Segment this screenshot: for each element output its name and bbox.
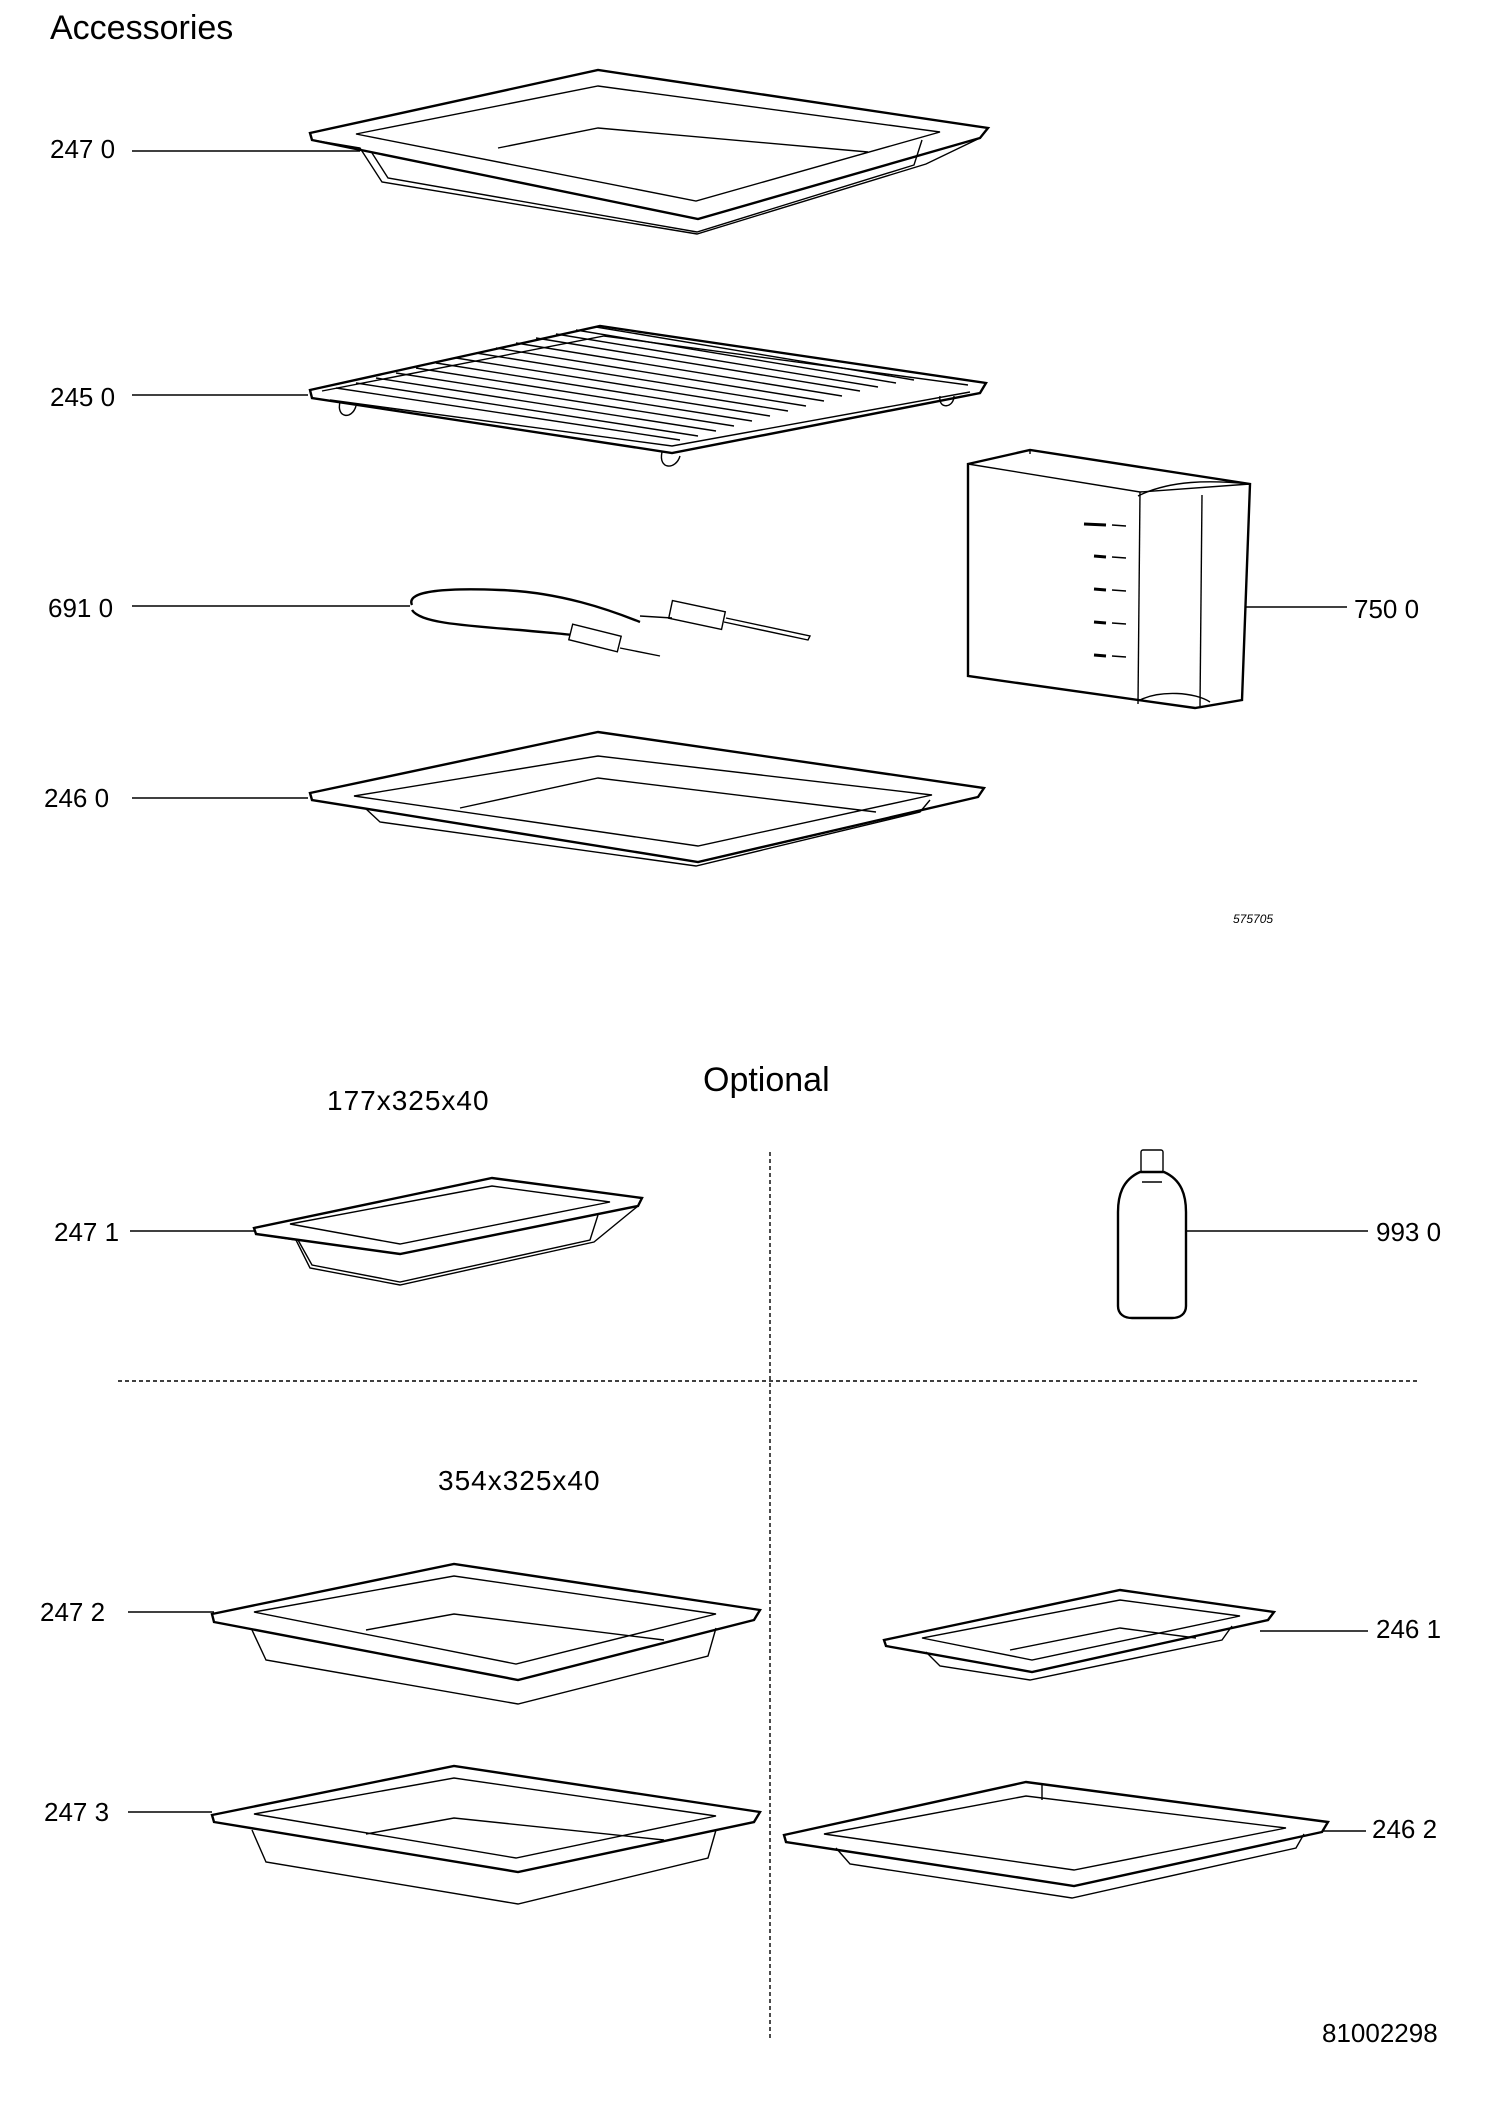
part-label-993-0: 993 0 <box>1376 1217 1442 1247</box>
part-label-247-0: 247 0 <box>50 134 116 164</box>
tray-247-1 <box>254 1178 642 1285</box>
tray-247-2 <box>212 1564 760 1704</box>
part-label-691-0: 691 0 <box>48 593 114 623</box>
tray-246-2 <box>784 1782 1328 1898</box>
part-label-246-2: 246 2 <box>1372 1814 1438 1844</box>
container-750-0 <box>968 450 1250 708</box>
part-label-245-0: 245 0 <box>50 382 116 412</box>
part-label-247-1: 247 1 <box>54 1217 120 1247</box>
bottle-993-0 <box>1118 1150 1186 1318</box>
document-number: 81002298 <box>1322 2018 1438 2048</box>
part-label-247-3: 247 3 <box>44 1797 110 1827</box>
tray-247-3 <box>212 1766 760 1904</box>
part-label-246-1: 246 1 <box>1376 1614 1442 1644</box>
dimension-large: 354x325x40 <box>438 1465 601 1496</box>
section-dividers <box>118 1152 1418 2040</box>
grid-245-0 <box>310 326 986 466</box>
part-label-750-0: 750 0 <box>1354 594 1420 624</box>
part-label-246-0: 246 0 <box>44 783 110 813</box>
leader-lines <box>128 151 1368 1831</box>
optional-heading: Optional <box>703 1061 830 1099</box>
tray-246-0 <box>310 732 984 866</box>
tray-246-1 <box>884 1590 1274 1680</box>
accessories-heading: Accessories <box>50 9 234 47</box>
probe-691-0 <box>411 589 810 656</box>
part-label-247-2: 247 2 <box>40 1597 106 1627</box>
figure-code: 575705 <box>1233 912 1274 926</box>
tray-247-0 <box>310 70 988 234</box>
dimension-small: 177x325x40 <box>327 1085 490 1116</box>
